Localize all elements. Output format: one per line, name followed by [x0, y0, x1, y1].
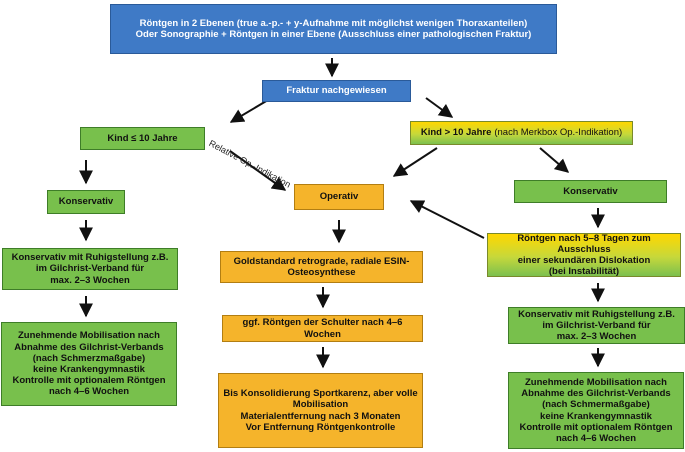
konservativ-right-label: Konservativ: [563, 185, 618, 197]
ruhig-left-line-2: im Gilchrist-Verband für: [35, 263, 145, 275]
mobil-right-line-2: Abnahme des Gilchrist-Verbands: [521, 388, 671, 400]
ruhig-left-line-3: max. 2–3 Wochen: [50, 274, 130, 286]
roentgen-line-3: (bei Instabilität): [548, 266, 620, 278]
mobil-left-line-6: nach 4–6 Wochen: [48, 386, 130, 398]
mobil-right-line-6: nach 4–6 Wochen: [555, 432, 637, 444]
operativ-box: Operativ: [294, 184, 384, 210]
schulter-box: ggf. Röntgen der Schulter nach 4–6 Woche…: [222, 315, 423, 342]
operativ-label: Operativ: [319, 191, 359, 203]
imaging-line-2: Oder Sonographie + Röntgen in einer Eben…: [135, 29, 532, 40]
arrow-roentgen-to-operativ: [409, 200, 485, 239]
mobil-left-line-3: (nach Schmerzmaßgabe): [32, 352, 146, 364]
sport-line-4: Vor Entfernung Röntgenkontrolle: [245, 421, 396, 433]
arrow-kind-left-to-operativ: [229, 150, 287, 191]
mobil-right-line-3: (nach Schmermaßgabe): [542, 399, 650, 411]
goldstandard-box: Goldstandard retrograde, radiale ESIN- O…: [220, 251, 423, 283]
mobil-left-line-4: keine Krankengymnastik: [33, 364, 145, 375]
mobil-right-line-4: keine Krankengymnastik: [540, 410, 652, 422]
kind-gt-10-box: Kind > 10 Jahre (nach Merkbox Op.-Indika…: [410, 121, 633, 145]
roentgen-line-2: einer sekundären Dislokation: [517, 255, 651, 266]
sport-line-2: Mobilisation: [292, 399, 349, 411]
sport-line-3: Materialentfernung nach 3 Monaten: [240, 410, 401, 422]
gold-line-1: Goldstandard retrograde, radiale ESIN-: [233, 255, 410, 267]
konservativ-left-box: Konservativ: [47, 190, 125, 214]
roentgen-line-1: Röntgen nach 5–8 Tagen zum Ausschluss: [517, 232, 651, 255]
ruhig-right-line-2: im Gilchrist-Verband für: [542, 319, 651, 331]
ruhig-left-line-1: Konservativ mit Ruhigstellung z.B.: [11, 252, 169, 264]
ruhigstellung-right-box: Konservativ mit Ruhigstellung z.B. im Gi…: [508, 307, 685, 344]
arrow-fraktur-to-left: [229, 99, 269, 123]
ruhig-right-line-3: max. 2–3 Wochen: [556, 331, 637, 343]
arrow-kind-right-to-konservativ: [539, 147, 570, 173]
kind-le-10-label: Kind ≤ 10 Jahre: [107, 132, 178, 144]
mobil-left-line-1: Zunehmende Mobilisation nach: [18, 330, 160, 342]
imaging-line-1: Röntgen in 2 Ebenen (true a.-p.- + y-Auf…: [139, 17, 528, 29]
mobil-right-line-5: Kontrolle mit optionalem Röntgen: [519, 421, 673, 433]
ruhigstellung-left-box: Konservativ mit Ruhigstellung z.B. im Gi…: [2, 248, 178, 290]
fraktur-box: Fraktur nachgewiesen: [262, 80, 411, 102]
mobilisation-right-box: Zunehmende Mobilisation nach Abnahme des…: [508, 372, 684, 449]
sport-line-1: Bis Konsolidierung Sportkarenz, aber vol…: [223, 388, 418, 400]
mobil-left-line-2: Abnahme des Gilchrist-Verbands: [14, 341, 164, 353]
arrow-fraktur-to-right: [425, 97, 454, 118]
imaging-box: Röntgen in 2 Ebenen (true a.-p.- + y-Auf…: [110, 4, 557, 54]
kind-le-10-box: Kind ≤ 10 Jahre: [80, 127, 205, 150]
sportkarenz-box: Bis Konsolidierung Sportkarenz, aber vol…: [218, 373, 423, 448]
roentgen-kontrolle-box: Röntgen nach 5–8 Tagen zum Ausschluss ei…: [487, 233, 681, 277]
konservativ-left-label: Konservativ: [58, 196, 114, 208]
mobil-left-line-5: Kontrolle mit optionalem Röntgen: [12, 375, 166, 387]
kind-gt-10-note: (nach Merkbox Op.-Indikation): [494, 127, 623, 139]
kind-gt-10-label: Kind > 10 Jahre: [420, 127, 492, 139]
mobilisation-left-box: Zunehmende Mobilisation nach Abnahme des…: [1, 322, 177, 406]
konservativ-right-box: Konservativ: [514, 180, 667, 203]
arrow-kind-right-to-operativ: [392, 147, 438, 177]
schulter-label: ggf. Röntgen der Schulter nach 4–6 Woche…: [242, 317, 403, 340]
gold-line-2: Osteosynthese: [287, 267, 356, 278]
fraktur-label: Fraktur nachgewiesen: [286, 85, 387, 97]
ruhig-right-line-1: Konservativ mit Ruhigstellung z.B.: [518, 308, 675, 320]
mobil-right-line-1: Zunehmende Mobilisation nach: [525, 376, 667, 388]
